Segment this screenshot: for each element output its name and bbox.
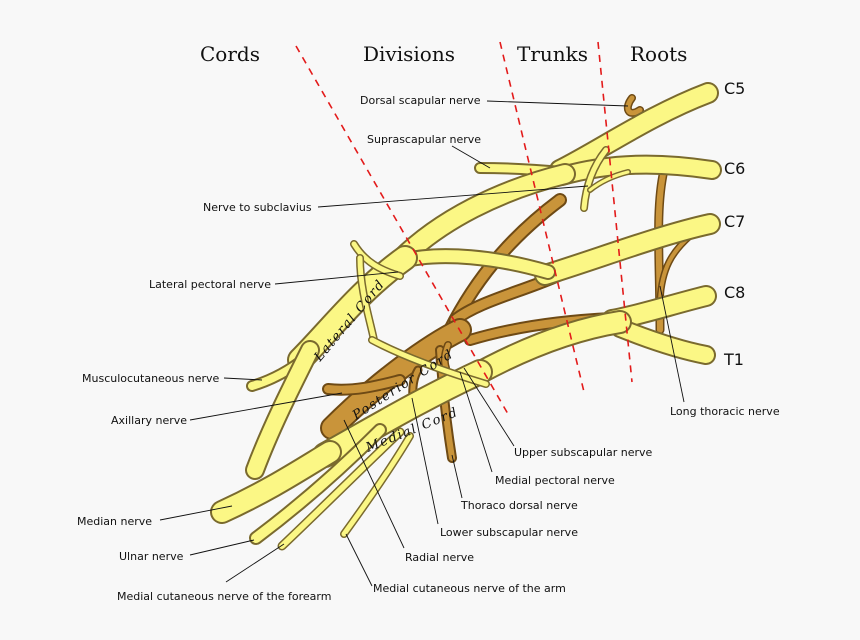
anterior-nerves (210, 82, 722, 551)
header-trunks: Trunks (517, 42, 588, 66)
root-label-c7: C7 (724, 212, 745, 231)
root-label-t1: T1 (723, 350, 744, 369)
label-thoracodorsal: Thoraco dorsal nerve (460, 499, 578, 512)
root-label-c8: C8 (724, 283, 745, 302)
label-axillary: Axillary nerve (111, 414, 187, 427)
label-radial: Radial nerve (405, 551, 474, 564)
label-subclavius: Nerve to subclavius (203, 201, 312, 214)
section-headers: Cords Divisions Trunks Roots (200, 42, 687, 66)
label-median: Median nerve (77, 515, 152, 528)
header-cords: Cords (200, 42, 260, 66)
label-lower-subscapular: Lower subscapular nerve (440, 526, 578, 539)
label-medial-cutaneous-forearm: Medial cutaneous nerve of the forearm (117, 590, 331, 603)
label-lateral-pectoral: Lateral pectoral nerve (149, 278, 271, 291)
header-divisions: Divisions (363, 42, 455, 66)
root-label-c5: C5 (724, 79, 745, 98)
nerve-labels: Dorsal scapular nerve Suprascapular nerv… (77, 94, 780, 603)
header-roots: Roots (630, 42, 687, 66)
leader-lines (159, 100, 685, 587)
cords-divisions-divider (295, 45, 509, 415)
label-medial-cutaneous-arm: Medial cutaneous nerve of the arm (373, 582, 566, 595)
root-labels: C5 C6 C7 C8 T1 (723, 79, 745, 369)
label-ulnar: Ulnar nerve (119, 550, 184, 563)
trunks-roots-divider (597, 41, 633, 383)
label-medial-pectoral: Medial pectoral nerve (495, 474, 615, 487)
divisions-trunks-divider (499, 41, 585, 393)
label-suprascapular: Suprascapular nerve (367, 133, 481, 146)
label-dorsal-scapular: Dorsal scapular nerve (360, 94, 481, 107)
label-upper-subscapular: Upper subscapular nerve (514, 446, 653, 459)
section-dividers (295, 41, 633, 415)
label-long-thoracic: Long thoracic nerve (670, 405, 780, 418)
label-musculocutaneous: Musculocutaneous nerve (82, 372, 220, 385)
root-label-c6: C6 (724, 159, 745, 178)
